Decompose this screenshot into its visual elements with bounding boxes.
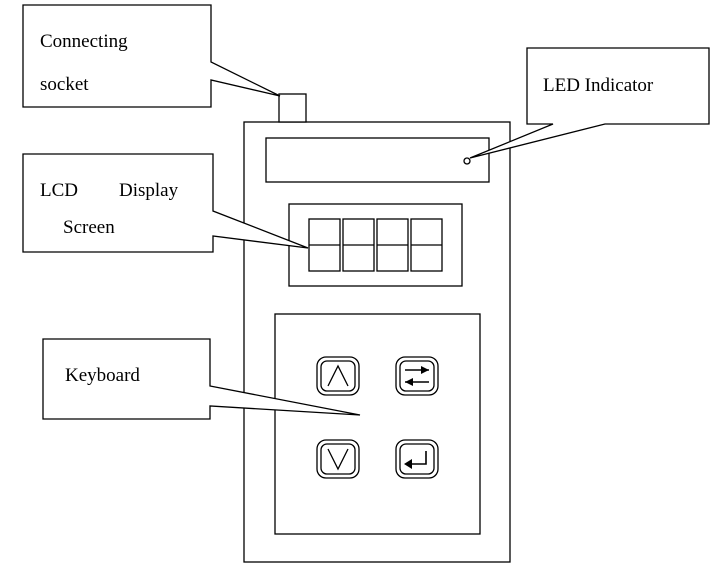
- callout-lcd-word2: Display: [119, 180, 179, 201]
- keyboard-panel: [274, 313, 481, 535]
- led-panel: [265, 137, 490, 183]
- device-body: [243, 121, 511, 563]
- callout-led-text: LED Indicator: [543, 75, 654, 96]
- callout-lcd-word3: Screen: [63, 217, 115, 238]
- callout-keyboard: Keyboard: [42, 338, 361, 420]
- down-key[interactable]: [316, 439, 360, 479]
- callout-connecting-line2: socket: [40, 74, 89, 95]
- led-indicator-light: [463, 157, 471, 165]
- up-key[interactable]: [316, 356, 360, 396]
- enter-key[interactable]: [395, 439, 439, 479]
- up-arrow-icon: [327, 364, 349, 387]
- down-arrow-icon: [327, 448, 349, 471]
- callout-led-indicator: LED Indicator: [469, 47, 710, 159]
- connecting-socket: [278, 93, 307, 123]
- callout-lcd-word1: LCD: [40, 180, 78, 201]
- callout-connecting-socket: Connecting socket: [22, 4, 281, 108]
- lcd-digits: [308, 218, 443, 272]
- switch-arrows-icon: [405, 366, 429, 386]
- callout-lcd-display: LCD Display Screen: [22, 153, 309, 253]
- switch-key[interactable]: [395, 356, 439, 396]
- callout-connecting-line1: Connecting: [40, 31, 128, 52]
- callout-keyboard-text: Keyboard: [65, 365, 140, 386]
- enter-arrow-icon: [404, 451, 427, 469]
